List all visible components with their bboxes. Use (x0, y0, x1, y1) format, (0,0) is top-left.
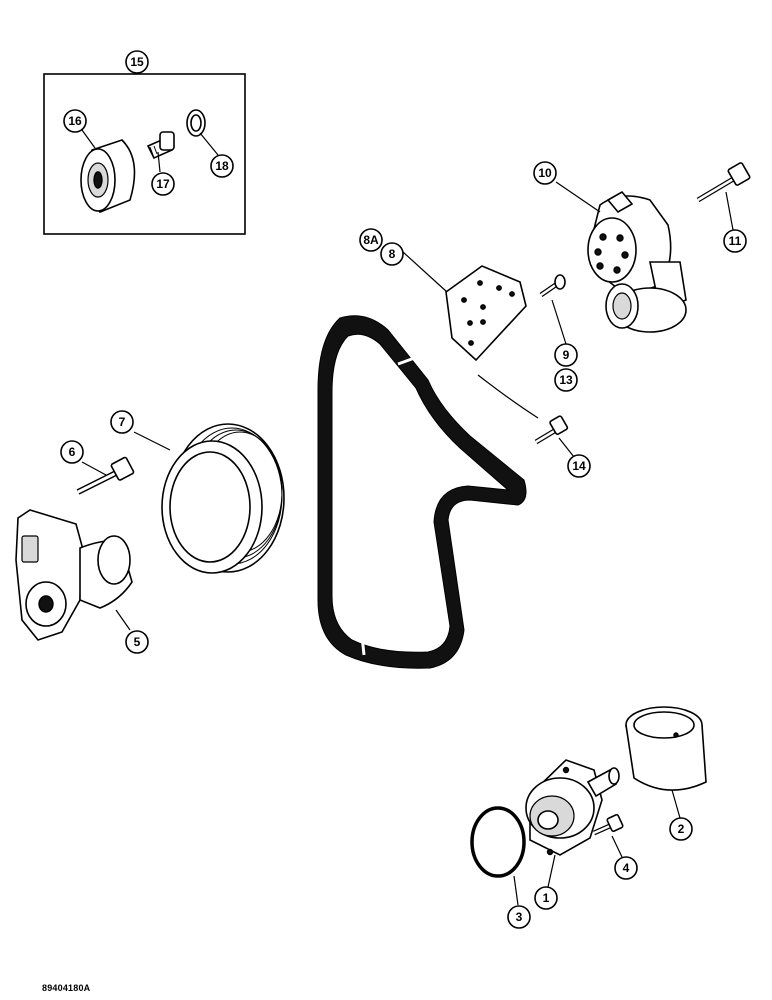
bracket-plate (445, 265, 527, 362)
svg-text:8A: 8A (363, 233, 379, 247)
svg-text:7: 7 (119, 415, 126, 429)
pump-sleeve (625, 706, 707, 791)
belt-bolt (534, 415, 569, 445)
svg-text:10: 10 (538, 166, 552, 180)
svg-text:5: 5 (134, 635, 141, 649)
callout-3: 3 (507, 905, 531, 929)
crank-pulley (161, 423, 285, 574)
callout-15: 15 (125, 50, 149, 74)
drawing-id-label: 89404180A (42, 983, 91, 993)
callout-9: 9 (554, 343, 578, 367)
svg-text:6: 6 (69, 445, 76, 459)
svg-text:2: 2 (678, 822, 685, 836)
idler-bolt (146, 131, 175, 160)
bracket-bolt (539, 274, 566, 298)
callout-14: 14 (567, 454, 591, 478)
svg-text:17: 17 (156, 177, 170, 191)
svg-text:4: 4 (623, 861, 630, 875)
idler-washer (186, 109, 206, 137)
svg-text:13: 13 (559, 373, 573, 387)
callout-7: 7 (110, 410, 134, 434)
svg-text:11: 11 (729, 234, 742, 248)
callout-5: 5 (125, 630, 149, 654)
callout-8a: 8A (359, 228, 383, 252)
belt-tensioner (587, 190, 687, 333)
callout-17: 17 (151, 172, 175, 196)
callout-2: 2 (669, 817, 693, 841)
pulley-bolt (76, 456, 135, 495)
tensioner-bolt (696, 162, 751, 203)
callout-13: 13 (554, 368, 578, 392)
pump-bolt (592, 813, 624, 836)
callout-1: 1 (534, 886, 558, 910)
pump-o-ring (470, 806, 526, 878)
callout-18: 18 (210, 154, 234, 178)
callout-8: 8 (380, 242, 404, 266)
inset-box (43, 73, 246, 235)
svg-text:3: 3 (516, 910, 523, 924)
svg-text:8: 8 (389, 247, 396, 261)
callout-6: 6 (60, 440, 84, 464)
callout-10: 10 (533, 161, 557, 185)
svg-text:1: 1 (543, 891, 550, 905)
serpentine-belt (317, 315, 527, 669)
callout-4: 4 (614, 856, 638, 880)
svg-text:14: 14 (572, 459, 586, 473)
svg-text:16: 16 (68, 114, 82, 128)
callout-16: 16 (63, 109, 87, 133)
svg-text:18: 18 (215, 159, 229, 173)
idler-pulley (80, 139, 136, 213)
svg-text:9: 9 (563, 348, 570, 362)
water-pump (525, 759, 620, 856)
callout-11: 11 (723, 229, 747, 253)
idler-bracket (15, 509, 133, 641)
svg-text:15: 15 (130, 55, 144, 69)
